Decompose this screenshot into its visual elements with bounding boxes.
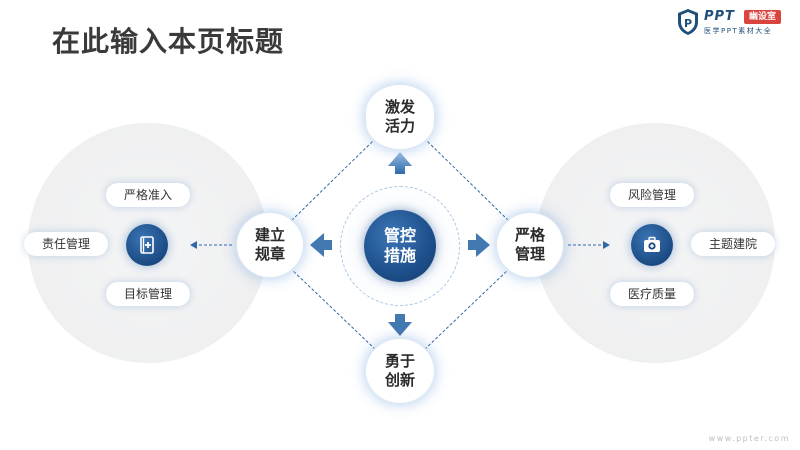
arrow-right-icon (468, 233, 490, 257)
logo-subtitle: 医学PPT素材大全 (704, 27, 773, 35)
shield-letter: P (684, 17, 692, 30)
arrow-up-icon (388, 152, 412, 174)
left-item-pill: 严格准入 (106, 183, 190, 207)
node-top-line2: 活力 (384, 117, 415, 135)
node-top: 激发 活力 (365, 84, 435, 150)
center-label-line1: 管控 (383, 226, 416, 245)
center-label-line2: 措施 (383, 246, 416, 265)
left-item-pill: 责任管理 (24, 232, 108, 256)
medical-book-icon (126, 224, 168, 266)
node-bottom-line1: 勇于 (384, 352, 415, 370)
edge-top-right (423, 137, 511, 223)
page-title: 在此输入本页标题 (52, 25, 285, 58)
node-left: 建立 规章 (236, 212, 304, 278)
node-right-line1: 严格 (514, 226, 545, 244)
brand-logo: P PPT 幽设室 医学PPT素材大全 (676, 8, 794, 40)
node-left-line1: 建立 (254, 226, 285, 244)
logo-brand-text: PPT (704, 9, 735, 24)
right-connector-arrowhead (603, 241, 610, 249)
edge-top-left (289, 137, 377, 223)
node-top-line1: 激发 (384, 98, 415, 116)
node-bottom-line2: 创新 (384, 371, 415, 389)
logo-tag: 幽设室 (744, 10, 782, 24)
arrow-down-icon (388, 314, 412, 336)
arrow-left-icon (310, 233, 332, 257)
left-item-pill: 目标管理 (106, 282, 190, 306)
node-right: 严格 管理 (496, 212, 564, 278)
node-right-line2: 管理 (514, 245, 545, 263)
right-item-pill: 主题建院 (691, 232, 775, 256)
watermark: www.ppter.com (708, 434, 790, 443)
left-connector-arrowhead (190, 241, 197, 249)
center-node: 管控 措施 (364, 210, 436, 282)
right-item-pill: 风险管理 (610, 183, 694, 207)
node-left-line2: 规章 (254, 245, 285, 263)
right-item-pill: 医疗质量 (610, 282, 694, 306)
shield-logo-icon: P (678, 9, 698, 35)
first-aid-kit-icon (631, 224, 673, 266)
node-bottom: 勇于 创新 (365, 338, 435, 404)
